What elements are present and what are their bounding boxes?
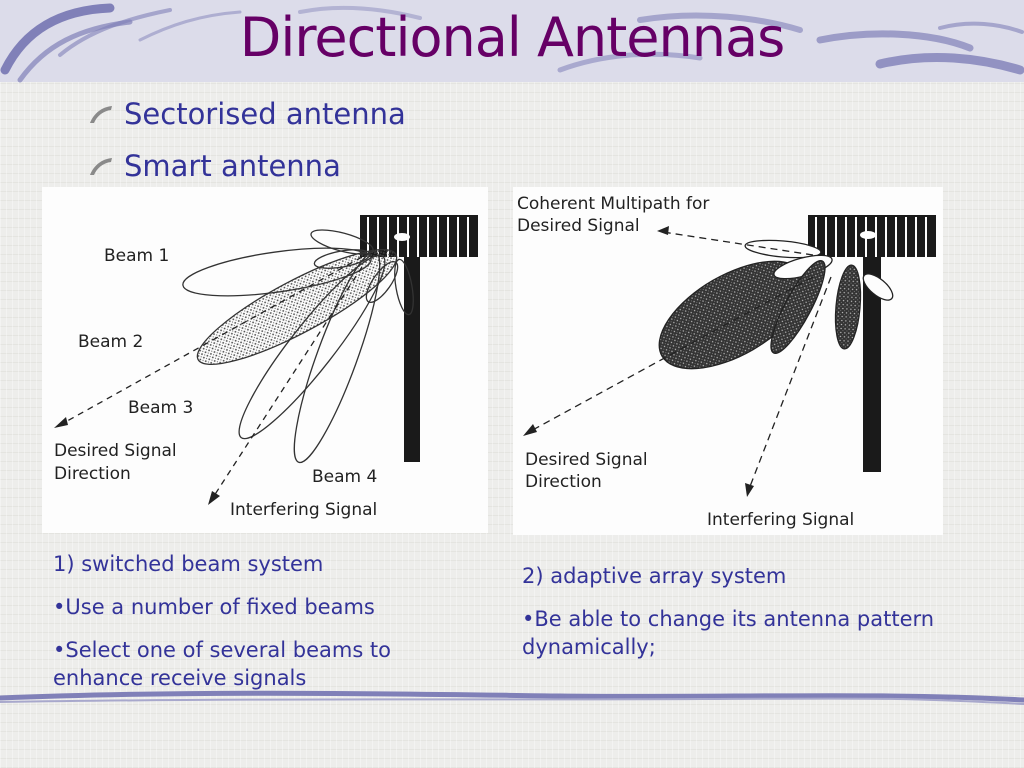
label-direction: Direction — [525, 472, 602, 492]
label-desired-signal: Desired Signal — [54, 441, 177, 461]
antenna-array — [808, 215, 936, 257]
beam-4-lobe — [293, 250, 381, 464]
label-beam-4: Beam 4 — [312, 467, 377, 487]
caption-point: •Select one of several beams to enhance … — [53, 638, 392, 690]
adaptive-array-caption: 2) adaptive array system •Be able to cha… — [522, 562, 982, 676]
bullet-item: Sectorised antenna — [88, 88, 406, 140]
footer-swirl-decoration — [0, 690, 1024, 705]
label-beam-3: Beam 3 — [128, 398, 193, 418]
adaptive-array-diagram: Coherent Multipath for Desired Signal De… — [513, 187, 943, 535]
antenna-mast — [404, 257, 420, 462]
bullet-list: Sectorised antenna Smart antenna — [88, 88, 406, 192]
bullet-text: Smart antenna — [124, 149, 341, 183]
beam-2-lobe — [196, 248, 398, 366]
antenna-mast — [863, 257, 881, 472]
label-beam-2: Beam 2 — [78, 332, 143, 352]
switched-beam-diagram: Beam 1 Beam 2 Beam 3 Desired Signal Dire… — [42, 187, 488, 533]
bullet-item: Smart antenna — [88, 140, 406, 192]
switched-beam-caption: 1) switched beam system •Use a number of… — [53, 550, 433, 707]
label-direction: Direction — [54, 464, 131, 484]
swoosh-bullet-icon — [90, 106, 112, 123]
label-desired-signal: Desired Signal — [525, 450, 648, 470]
swoosh-bullet-icon — [90, 158, 112, 175]
bullet-text: Sectorised antenna — [124, 97, 406, 131]
label-coherent-multipath: Coherent Multipath for — [517, 194, 709, 214]
caption-heading: 1) switched beam system — [53, 552, 324, 576]
caption-heading: 2) adaptive array system — [522, 564, 787, 588]
label-interfering-signal: Interfering Signal — [707, 510, 854, 530]
label-desired-signal-top: Desired Signal — [517, 216, 640, 236]
slide-title: Directional Antennas — [239, 6, 785, 69]
caption-point: •Use a number of fixed beams — [53, 595, 375, 619]
header-swirl-decoration — [0, 0, 1024, 83]
caption-point: •Be able to change its antenna pattern d… — [522, 607, 935, 659]
beam-3-lobe — [238, 254, 386, 440]
label-beam-1: Beam 1 — [104, 246, 169, 266]
side-lobe — [770, 260, 826, 354]
label-interfering-signal: Interfering Signal — [230, 500, 377, 520]
multipath-lobe — [744, 239, 822, 259]
